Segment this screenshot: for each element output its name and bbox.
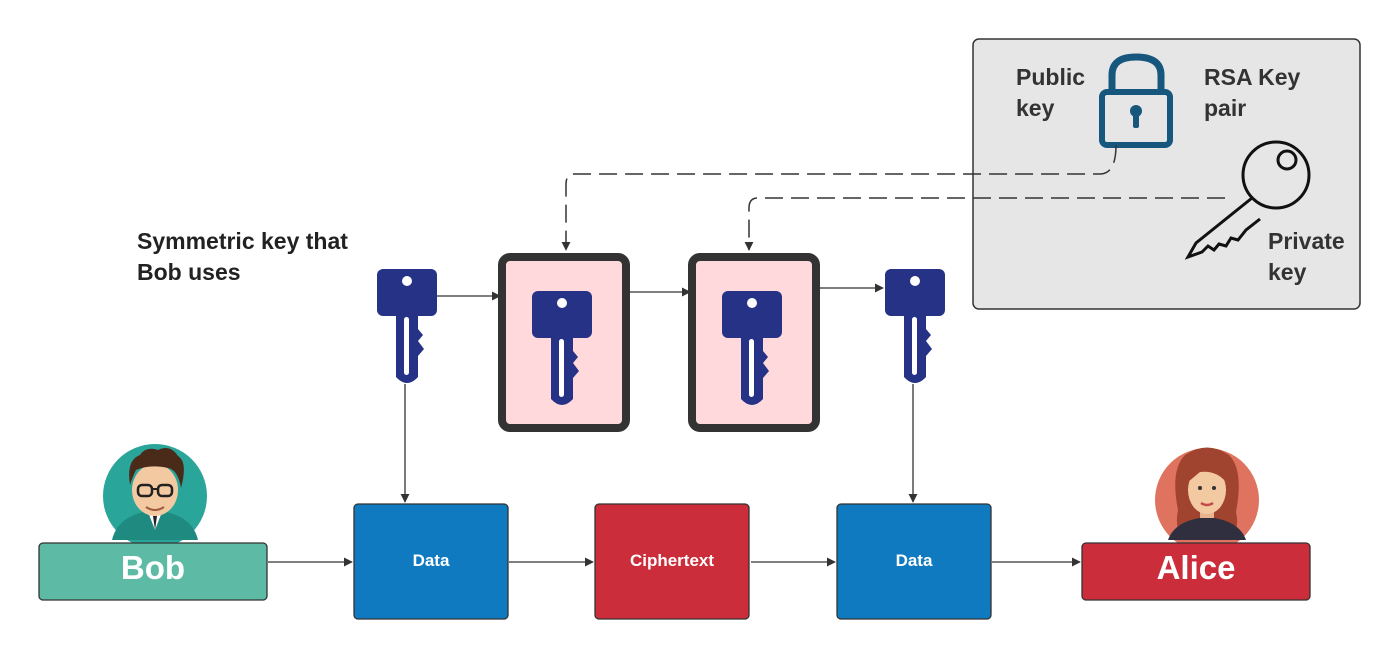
symmetric-key-icon-alice	[885, 269, 945, 383]
private-key-label: Private key	[1268, 228, 1351, 285]
lock-icon	[1099, 53, 1173, 148]
key-outline-icon	[1184, 140, 1311, 260]
public-key-dashed-line	[561, 144, 1117, 251]
private-key-dashed-line	[744, 197, 1225, 251]
ciphertext-label: Ciphertext	[630, 551, 714, 570]
data-box-right	[836, 503, 992, 620]
alice-label: Alice	[1157, 549, 1236, 586]
data-right-label: Data	[896, 551, 933, 570]
bob-box	[38, 542, 268, 601]
avatar-man-icon	[103, 444, 207, 548]
rsa-key-pair-label: RSA Key pair	[1204, 64, 1307, 121]
decrypt-device	[688, 253, 820, 432]
ciphertext-box	[594, 503, 750, 620]
symmetric-key-label: Symmetric key that Bob uses	[137, 228, 354, 285]
alice-box	[1081, 542, 1311, 601]
avatar-woman-icon	[1155, 447, 1259, 552]
symmetric-key-icon-bob	[377, 269, 437, 383]
data-box-left	[353, 503, 509, 620]
encrypt-device	[498, 253, 630, 432]
data-left-label: Data	[413, 551, 450, 570]
public-key-label: Public key	[1016, 64, 1091, 121]
bob-label: Bob	[121, 549, 185, 586]
connectors	[268, 283, 1081, 567]
